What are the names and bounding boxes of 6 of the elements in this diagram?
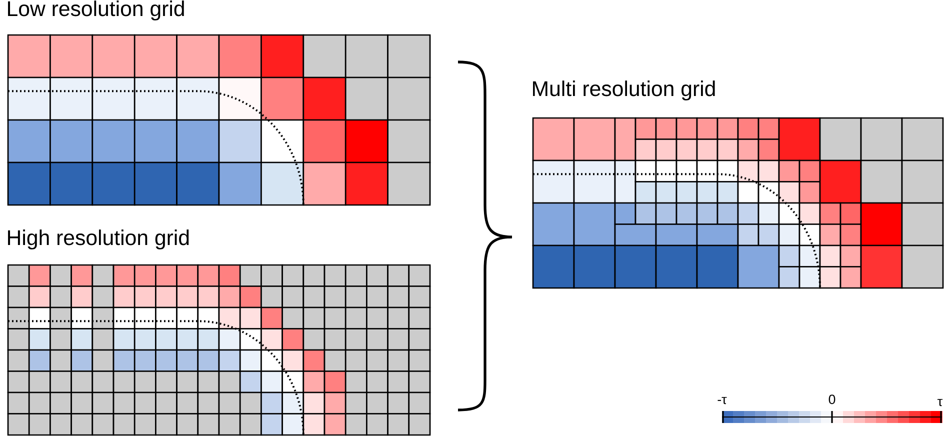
grid-title: Multi resolution grid — [533, 80, 715, 100]
grid-title: High resolution grid — [8, 230, 189, 250]
scale-label: 0 — [828, 394, 836, 404]
grid-title: Low resolution grid — [8, 0, 184, 20]
scale-label: τ — [938, 398, 943, 406]
scale-label: -τ — [718, 396, 727, 404]
